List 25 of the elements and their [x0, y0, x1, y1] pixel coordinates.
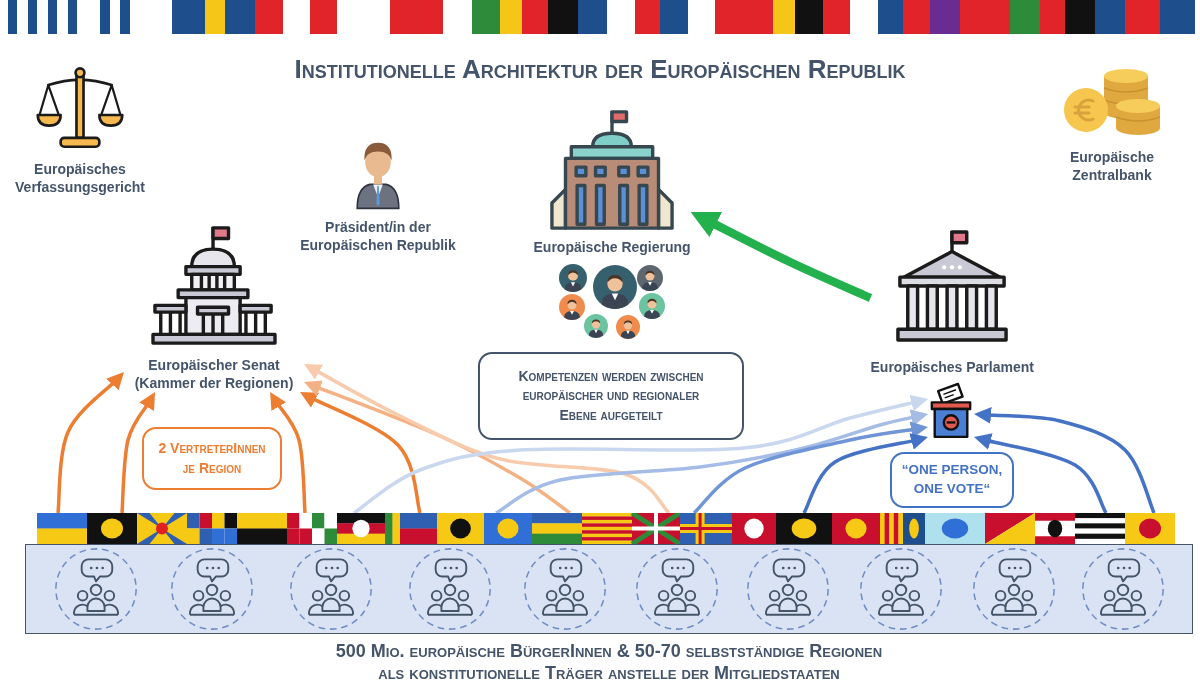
institution-label: Europäisches Parlament	[870, 358, 1034, 376]
arrow	[352, 394, 928, 515]
arrow	[304, 380, 572, 515]
arrow	[56, 372, 125, 514]
note-callout: Kompetenzen werden zwischen europäischer und regionaler Ebene aufgeteilt	[478, 352, 744, 440]
arrow	[120, 392, 156, 514]
ballot-box-icon	[928, 380, 974, 440]
arrow	[304, 364, 671, 515]
institution-label: Präsident/in der Europäischen Republik	[299, 218, 457, 254]
institution-label: Europäische Zentralbank	[1069, 148, 1155, 184]
arrow	[692, 421, 928, 515]
arrow	[973, 433, 1108, 514]
arrow	[495, 409, 929, 515]
note-callout: 2 VertreterInnen je Region	[142, 427, 282, 490]
arrow	[299, 392, 422, 514]
arrow	[269, 392, 307, 514]
institution-label: Europäisches Verfassungsgericht	[14, 160, 146, 196]
slogan-callout: “ONE PERSON, ONE VOTE“	[890, 452, 1014, 508]
institution-label: Europäischer Senat (Kammer der Regionen)	[133, 356, 295, 392]
diagram-title: Institutionelle Architektur der Europäischen Republik	[294, 54, 906, 85]
institution-label: Europäische Regierung	[533, 238, 691, 256]
citizens-caption: 500 Mio. europäische BürgerInnen & 50-70 selbstständige Regionen als konstitutionelle Träger anstelle der Mitgliedstaaten	[334, 640, 884, 684]
arrow	[974, 406, 1156, 514]
arrow	[690, 212, 873, 302]
arrow	[802, 432, 928, 514]
